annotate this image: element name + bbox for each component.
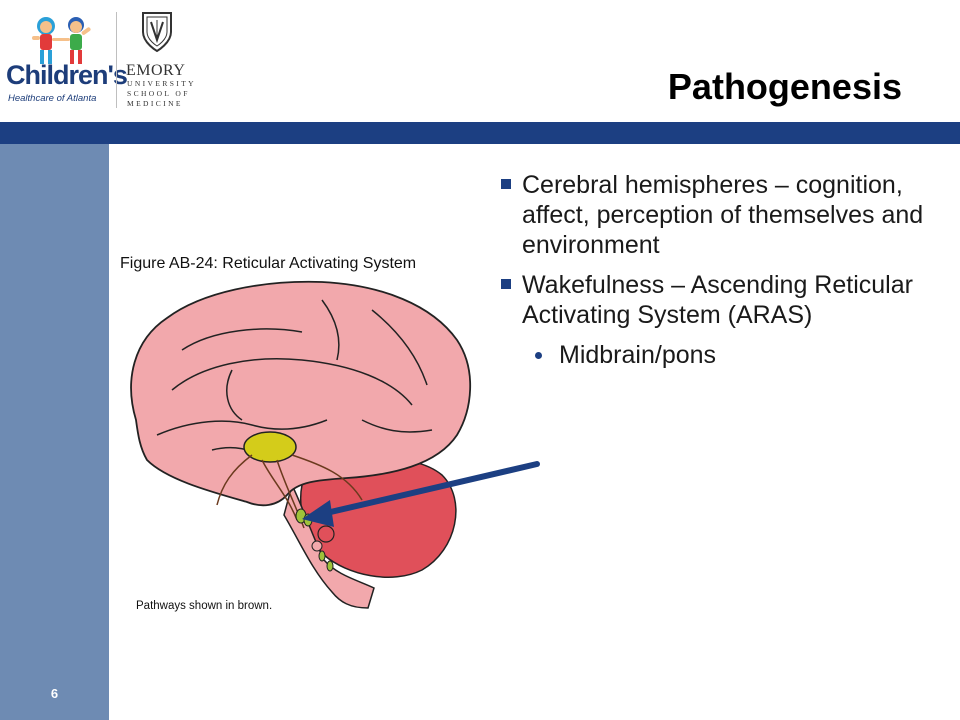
- bullet-list: Cerebral hemispheres – cognition, affect…: [497, 170, 927, 370]
- bullet-item: Wakefulness – Ascending Reticular Activa…: [497, 270, 927, 330]
- childrens-kids-logo-icon: [32, 17, 91, 64]
- emory-logo-subtitle: UNIVERSITY SCHOOL OF MEDICINE: [127, 79, 196, 108]
- header-bar: [0, 122, 960, 144]
- slide-title: Pathogenesis: [667, 66, 902, 107]
- emory-shield-icon: [142, 12, 172, 53]
- side-bar: [0, 144, 109, 720]
- slide-number: 6: [50, 686, 59, 701]
- childrens-logo-tagline: Healthcare of Atlanta: [8, 93, 97, 104]
- emory-logo-name: EMORY: [126, 62, 186, 79]
- square-bullet-icon: [501, 179, 511, 189]
- thalamus-shape: [243, 431, 297, 463]
- sub-bullet-item: Midbrain/pons: [497, 340, 927, 370]
- bullet-item: Cerebral hemispheres – cognition, affect…: [497, 170, 927, 260]
- logo-divider: [116, 12, 117, 108]
- brain-illustration: [130, 280, 472, 609]
- brainstem-shape: [283, 482, 375, 609]
- figure-caption: Figure AB-24: Reticular Activating Syste…: [120, 255, 417, 272]
- bullet-text: Wakefulness – Ascending Reticular Activa…: [522, 271, 913, 329]
- round-bullet-icon: [535, 352, 542, 359]
- sub-bullet-text: Midbrain/pons: [559, 341, 717, 369]
- childrens-logo-name: Children's: [6, 60, 128, 90]
- logo-area: Children's Healthcare of Atlanta EMORY U…: [0, 0, 200, 120]
- square-bullet-icon: [501, 279, 511, 289]
- figure-footnote: Pathways shown in brown.: [136, 600, 273, 612]
- bullet-text: Cerebral hemispheres – cognition, affect…: [522, 171, 924, 259]
